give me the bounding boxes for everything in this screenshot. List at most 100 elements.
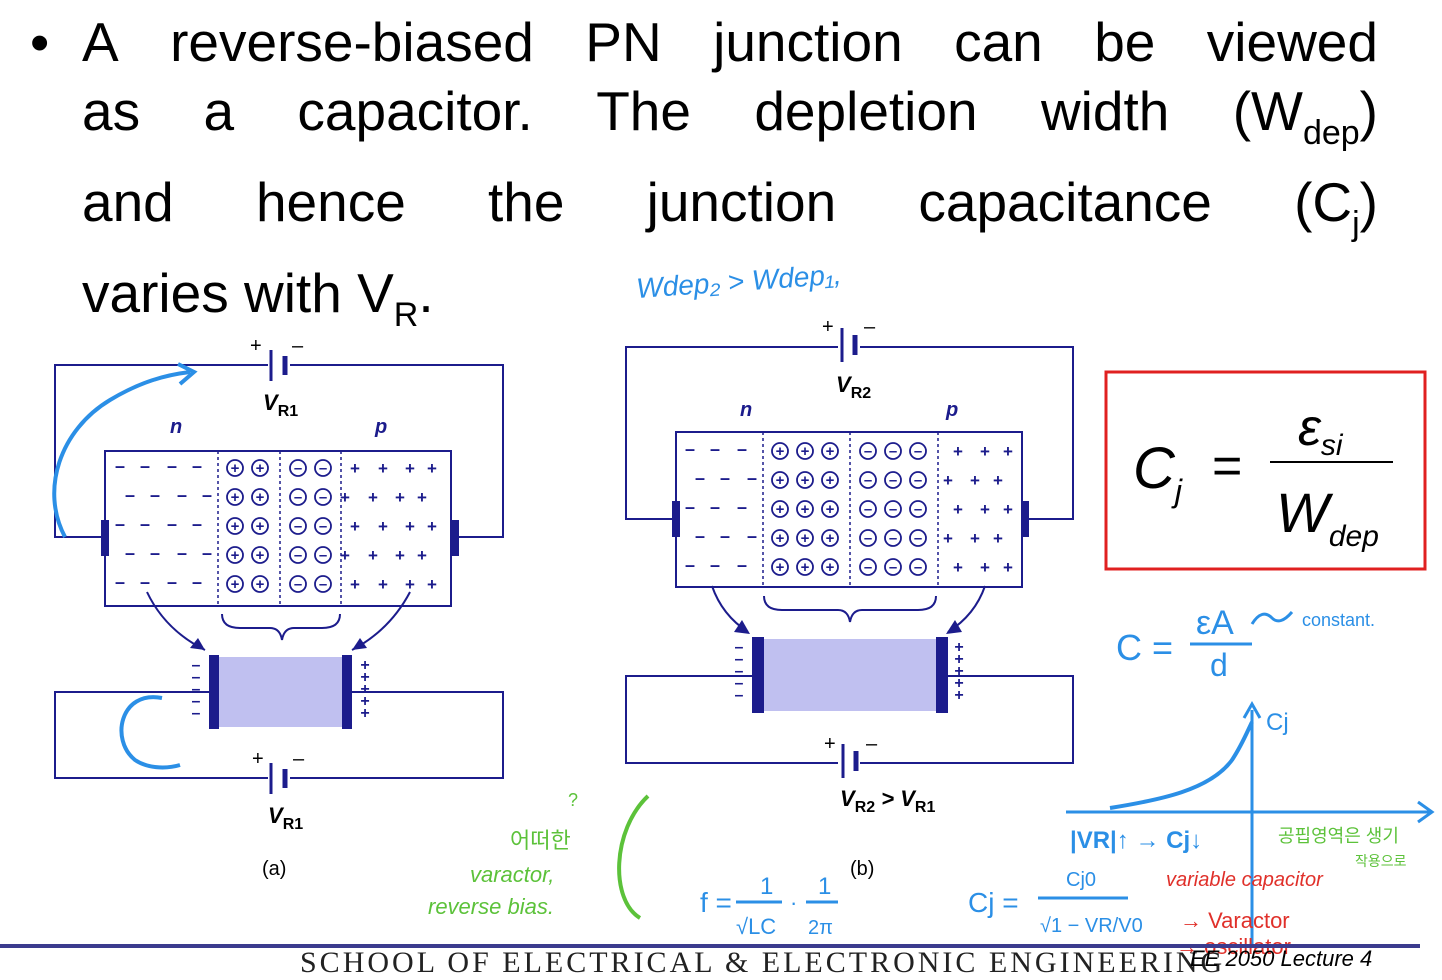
formula-equals: = (1212, 437, 1242, 495)
charge-symbol: – (685, 497, 695, 517)
charge-symbol: + (801, 472, 810, 489)
acceptor-ion (859, 558, 877, 576)
word: as (82, 80, 141, 142)
acceptor-ion (884, 529, 902, 547)
word: junction (713, 11, 903, 73)
charge-symbol: – (140, 514, 150, 534)
charge-symbol: + (340, 488, 350, 507)
charge-symbol: + (231, 518, 240, 535)
hand-green-2: varactor, (470, 862, 554, 887)
hand-cj-num: Cj0 (1066, 869, 1096, 891)
word: The (596, 80, 691, 142)
charge-symbol: + (427, 459, 437, 478)
charge-symbol: – (735, 675, 744, 692)
hand-c-num: εA (1196, 604, 1234, 642)
word: hence (255, 171, 406, 233)
charge-symbol: – (889, 501, 897, 518)
charge-symbol: + (1003, 442, 1013, 461)
donor-ion (821, 471, 839, 489)
donor-ion (821, 442, 839, 460)
charge-symbol: + (953, 500, 963, 519)
charge-symbol: + (801, 443, 810, 460)
charge-symbol: – (710, 497, 720, 517)
hand-green-3: reverse bias. (428, 894, 554, 919)
formula-box: Cj = εsi Wdep (1104, 370, 1427, 571)
footer-school: SCHOOL OF ELECTRICAL & ELECTRONIC ENGINE… (300, 946, 1226, 979)
charge-symbol: – (720, 526, 730, 546)
word: be (1094, 11, 1156, 73)
word: junction (646, 171, 837, 233)
charge-symbol: + (776, 530, 785, 547)
word: width (1040, 80, 1170, 142)
hand-note-wdep: Wdep₂ > Wdep₁, (635, 259, 842, 304)
hand-varactor: → Varactor (1180, 908, 1290, 933)
charge-symbol: – (735, 663, 744, 680)
donor-ion (251, 575, 269, 593)
charge-symbol: – (914, 530, 922, 547)
word: reverse-biased (170, 11, 534, 73)
charge-symbol: – (914, 501, 922, 518)
donor-ion (796, 529, 814, 547)
charge-symbol: + (801, 530, 810, 547)
charge-symbol: – (864, 501, 872, 518)
charge-symbol: + (256, 460, 265, 477)
charge-symbol: + (970, 529, 980, 548)
svg-text:+: + (822, 316, 834, 338)
charge-symbol: + (256, 576, 265, 593)
donor-ion (771, 500, 789, 518)
charge-symbol: + (378, 575, 388, 594)
charge-symbol: – (914, 443, 922, 460)
acceptor-ion (884, 500, 902, 518)
charge-symbol: + (395, 488, 405, 507)
acceptor-ion (909, 529, 927, 547)
donor-ion (226, 488, 244, 506)
charge-symbol: – (192, 657, 201, 674)
charge-symbol: + (801, 501, 810, 518)
acceptor-ion (884, 471, 902, 489)
charge-symbol: – (889, 443, 897, 460)
charge-symbol: + (980, 558, 990, 577)
hand-korean-1: 공핍영역은 생기 (1278, 826, 1399, 846)
donor-ion (771, 471, 789, 489)
donor-ion (821, 558, 839, 576)
charge-symbol: – (889, 530, 897, 547)
charge-symbol: – (192, 681, 201, 698)
acceptor-ion (859, 471, 877, 489)
battery-label-b-bottom: VR2 > VR1 (840, 786, 935, 816)
formula-numerator: εsi (1298, 399, 1344, 462)
charge-symbol: – (115, 572, 125, 592)
charge-symbol: – (140, 572, 150, 592)
hand-cj-lhs: Cj = (968, 887, 1019, 918)
charge-symbol: – (192, 705, 201, 722)
battery-label-a-top: VR1 (263, 390, 298, 420)
circuit-wire-top-a (54, 364, 504, 538)
charge-symbol: + (360, 705, 369, 722)
battery-icon (840, 328, 858, 362)
charge-symbol: + (417, 546, 427, 565)
acceptor-ion (289, 575, 307, 593)
charge-symbol: – (685, 555, 695, 575)
donor-ion (226, 575, 244, 593)
charge-symbol: – (695, 526, 705, 546)
charge-symbol: + (360, 669, 369, 686)
word: PN (585, 11, 662, 73)
acceptor-ion (859, 500, 877, 518)
acceptor-ion (314, 546, 332, 564)
charge-symbol: – (177, 485, 187, 505)
acceptor-ion (314, 459, 332, 477)
handwritten-annotations: Wdep₂ > Wdep₁, C = εA d constant. Cj |VR… (52, 259, 1435, 959)
charge-symbol: + (953, 442, 963, 461)
charge-symbol: + (826, 559, 835, 576)
charge-symbol: – (125, 543, 135, 563)
word: a (203, 80, 235, 142)
brace-a (221, 613, 341, 641)
contact-right-a (451, 520, 459, 556)
formula-denominator: Wdep (1276, 481, 1379, 553)
hand-graph-label: Cj (1266, 709, 1289, 736)
charge-symbol: + (970, 471, 980, 490)
n-label-b: n (740, 399, 752, 421)
bullet-line-2: as a capacitor. The depletion width (Wde… (82, 77, 1378, 168)
c-j-symbol: (Cj) (1294, 171, 1378, 243)
charge-symbol: – (695, 468, 705, 488)
